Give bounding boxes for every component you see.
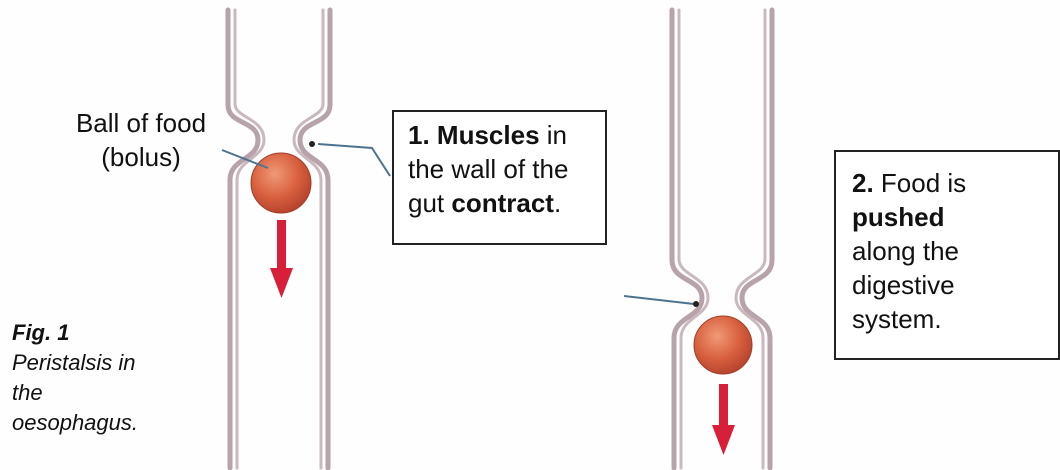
bolus-left [251, 153, 311, 213]
food-pushed-box: 2. Food is pushed along the digestive sy… [834, 150, 1060, 360]
box1-gut: gut [408, 188, 451, 218]
tube-left-wall-outer-left [228, 10, 258, 468]
tube-left-wall-inner-left [235, 10, 264, 468]
muscle-pointer-right [624, 296, 694, 304]
box1-line-2: the wall of the [408, 152, 605, 186]
down-arrow-left [270, 220, 293, 298]
figure-number: Fig. 1 [12, 318, 202, 348]
muscle-pointer-dot [309, 141, 315, 147]
caption-line-1: Peristalsis in [12, 348, 202, 378]
tube-right-wall-inner-right [736, 10, 765, 468]
box1-in: in [540, 120, 567, 150]
box2-food-is: Food is [874, 168, 967, 198]
muscles-contract-box: 1. Muscles in the wall of the gut contra… [392, 110, 607, 245]
figure-number-text: Fig. 1 [12, 320, 69, 345]
figure-caption: Fig. 1 Peristalsis in the oesophagus. [12, 318, 202, 438]
tube-right-wall-outer-left [672, 10, 702, 468]
box2-number: 2. [852, 168, 874, 198]
caption-line-3: oesophagus. [12, 408, 202, 438]
box1-contract: contract [451, 188, 554, 218]
down-arrow-right [712, 384, 735, 455]
bolus-label-line-1: Ball of food [56, 106, 226, 140]
tube-right-wall-inner-left [679, 10, 708, 468]
box1-muscles: Muscles [437, 120, 540, 150]
box2-line-1: 2. Food is [852, 166, 1058, 200]
box1-line-1: 1. Muscles in [408, 118, 605, 152]
bolus-label-line-2: (bolus) [56, 140, 226, 174]
tube-right-wall-outer-right [742, 10, 772, 468]
box1-period: . [554, 188, 561, 218]
box2-line-3: along the [852, 234, 1058, 268]
box2-line-5: system. [852, 302, 1058, 336]
box1-line-3: gut contract. [408, 186, 605, 220]
box1-number: 1. [408, 120, 430, 150]
tube-left-wall-inner-right [294, 10, 323, 468]
bolus-right [694, 316, 752, 374]
tube-left-wall-outer-right [300, 10, 330, 468]
box2-line-4: digestive [852, 268, 1058, 302]
bolus-label: Ball of food (bolus) [56, 106, 226, 174]
caption-line-2: the [12, 378, 202, 408]
box2-pushed: pushed [852, 202, 944, 232]
box2-line-2: pushed [852, 200, 1058, 234]
muscle-pointer-right-dot [693, 301, 699, 307]
